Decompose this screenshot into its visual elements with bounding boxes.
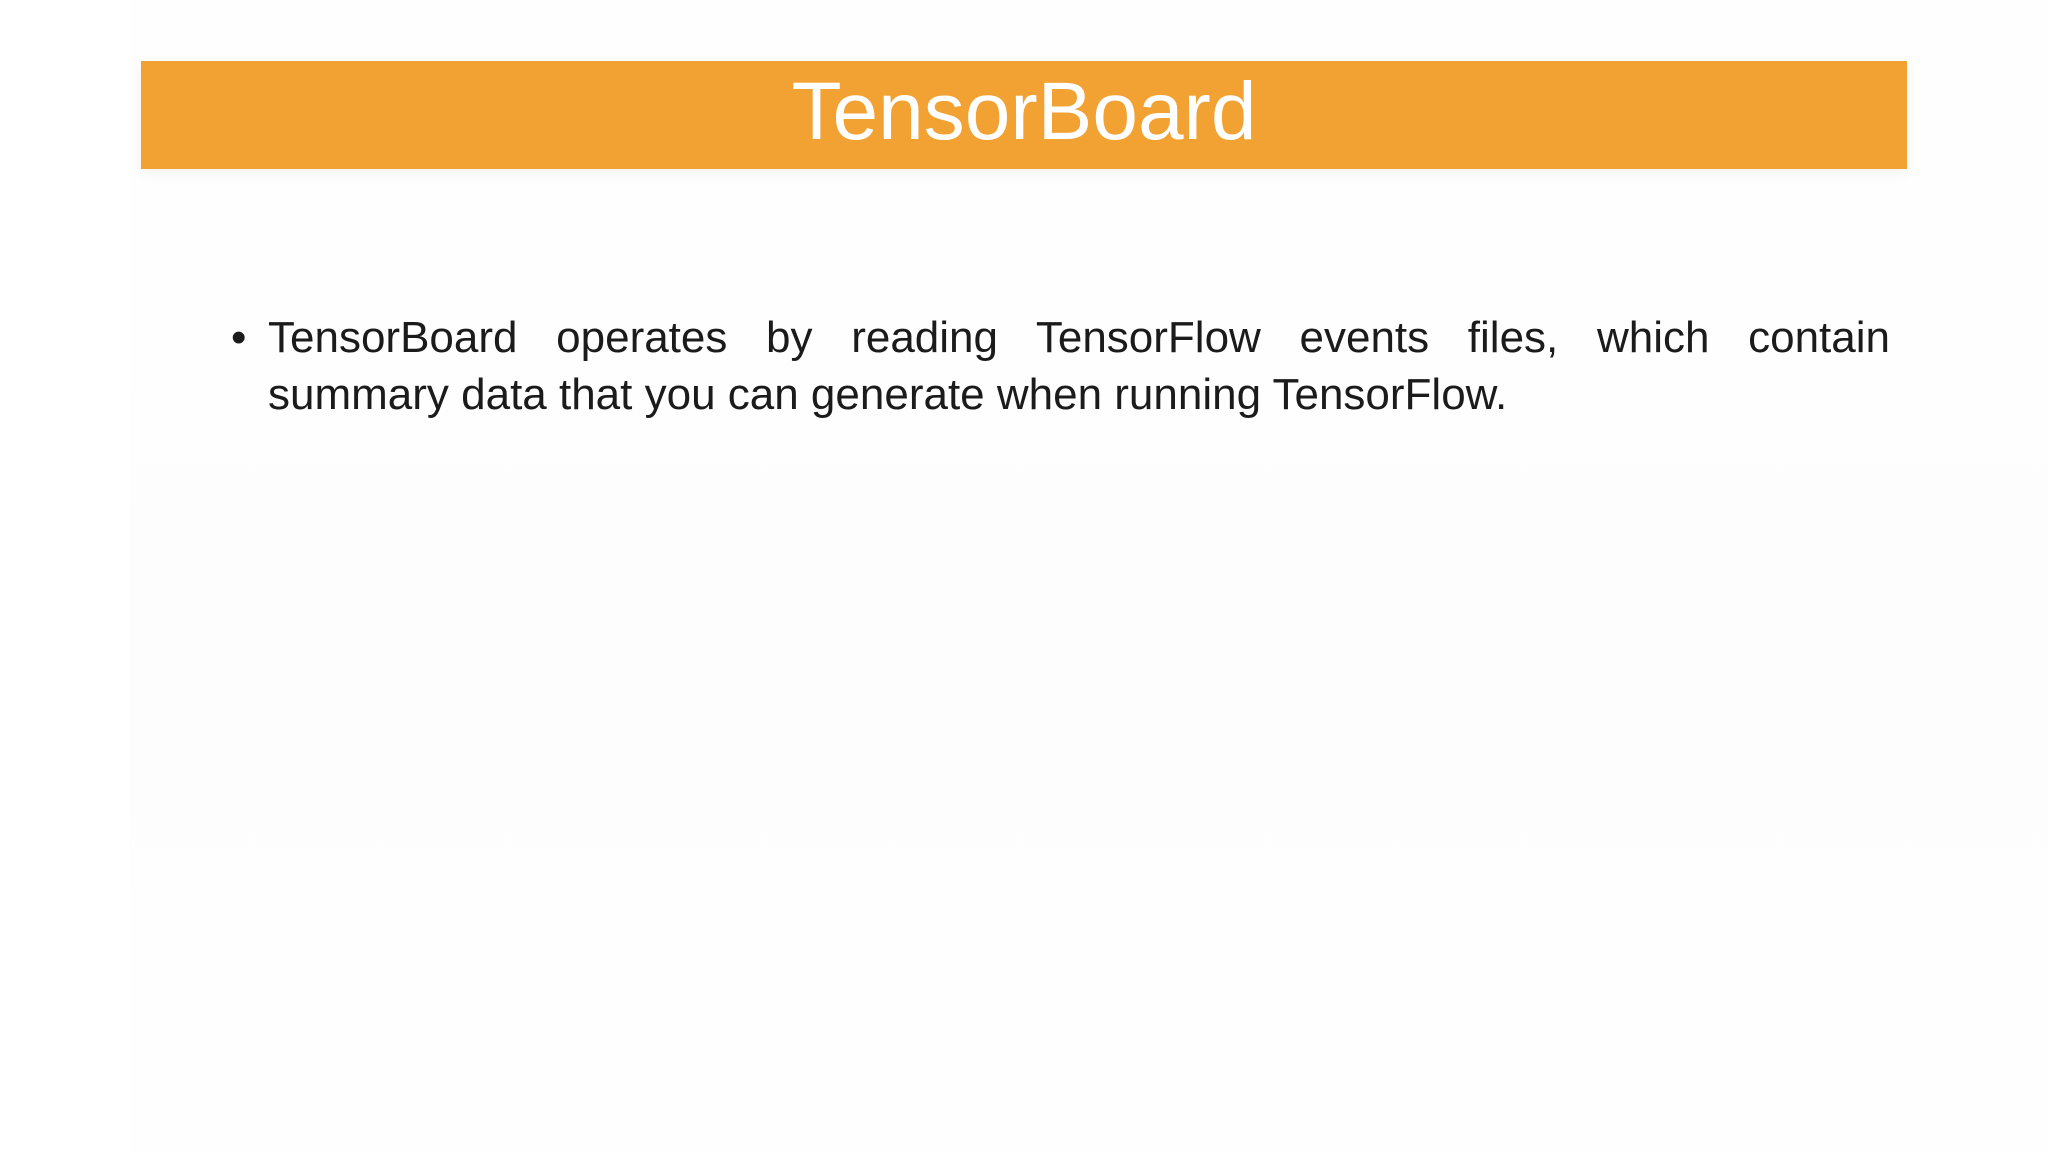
slide-title-bar: TensorBoard	[141, 61, 1907, 169]
slide-title: TensorBoard	[791, 66, 1257, 157]
bullet-line-1: TensorBoard operates by reading TensorFl…	[268, 313, 1890, 362]
bullet-item: • TensorBoard operates by reading Tensor…	[231, 309, 1890, 423]
bullet-marker-icon: •	[231, 313, 247, 362]
bullet-line-2: summary data that you can generate when …	[268, 370, 1508, 419]
slide-surface	[129, 0, 2048, 1152]
bullet-text: TensorBoard operates by reading TensorFl…	[268, 309, 1890, 423]
